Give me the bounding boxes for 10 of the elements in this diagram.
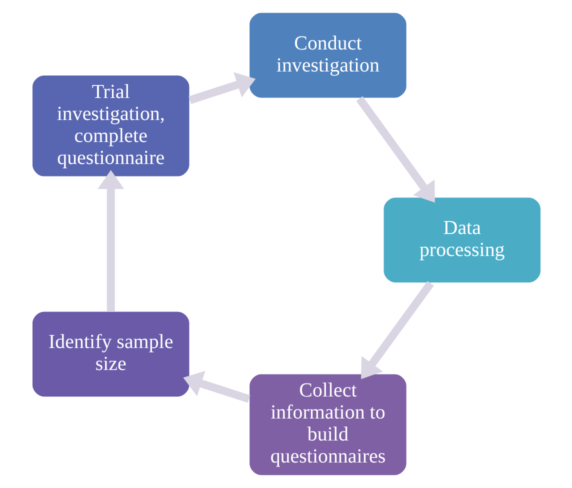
node-box: Collect information to build questionnaires xyxy=(248,373,407,476)
node-box: Trial investigation, complete questionnaire xyxy=(31,74,190,178)
node-box: Identify sample size xyxy=(31,310,190,398)
arrow xyxy=(188,72,256,104)
arrow xyxy=(360,280,434,380)
arrow xyxy=(97,170,124,312)
arrow xyxy=(356,96,434,203)
node-box: Conduct investigation xyxy=(248,12,407,99)
node-box: Data processing xyxy=(382,196,541,284)
arrow xyxy=(182,370,250,403)
